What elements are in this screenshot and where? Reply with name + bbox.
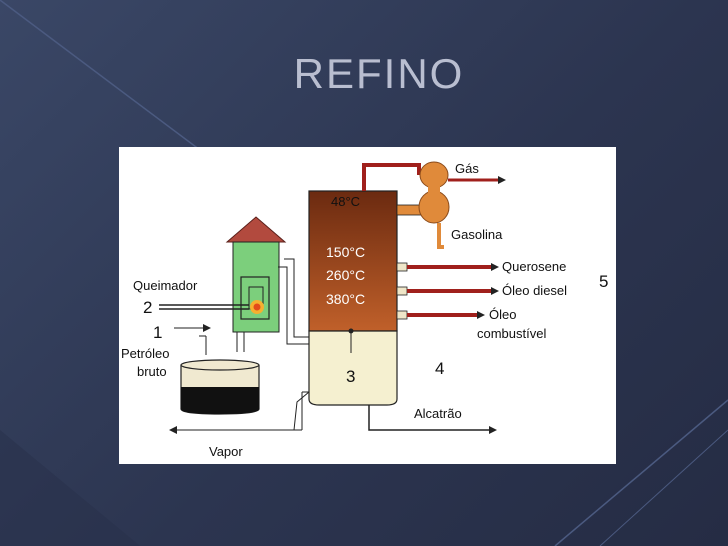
diesel-pipe xyxy=(396,286,499,296)
step-number-5: 5 xyxy=(599,272,608,291)
tar-label: Alcatrão xyxy=(414,406,462,421)
fuel-oil-label-line2: combustível xyxy=(477,326,546,341)
distillation-column xyxy=(308,190,398,406)
burner-label: Queimador xyxy=(133,278,198,293)
step-number-4: 4 xyxy=(435,359,444,378)
diesel-label: Óleo diesel xyxy=(502,283,567,298)
gas-label: Gás xyxy=(455,161,479,176)
slide-title: REFINO xyxy=(293,50,465,97)
temp-150-label: 150°C xyxy=(326,244,365,260)
step-number-2: 2 xyxy=(143,298,152,317)
fuel-oil-label-line1: Óleo xyxy=(489,307,516,322)
temp-380-label: 380°C xyxy=(326,291,365,307)
step-number-1: 1 xyxy=(153,323,162,342)
refinery-diagram: 48°C 150°C 260°C 380°C Gás Gasolina Quer… xyxy=(119,147,616,464)
crude-feed-pipe xyxy=(174,324,211,355)
tar-pipe xyxy=(368,405,497,434)
furnace-to-column-pipe xyxy=(236,258,309,352)
burner-pipe xyxy=(159,304,249,310)
gas-separator xyxy=(418,161,506,249)
crude-label-line2: bruto xyxy=(137,364,167,379)
kerosene-pipe xyxy=(396,262,499,272)
temp-top-label: 48°C xyxy=(331,194,360,209)
steam-pipe xyxy=(169,391,310,434)
fuel-oil-pipe xyxy=(396,310,485,320)
gasoline-label: Gasolina xyxy=(451,227,503,242)
steam-label: Vapor xyxy=(209,444,243,459)
kerosene-label: Querosene xyxy=(502,259,566,274)
furnace xyxy=(225,216,287,333)
crude-tank xyxy=(180,359,260,415)
crude-label-line1: Petróleo xyxy=(121,346,169,361)
temp-260-label: 260°C xyxy=(326,267,365,283)
step-number-3: 3 xyxy=(346,367,355,386)
